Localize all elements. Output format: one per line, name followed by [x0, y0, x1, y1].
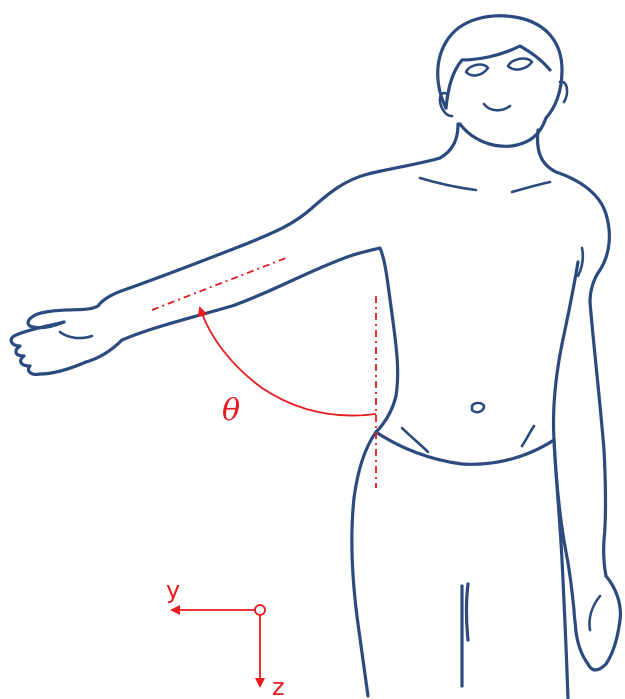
- left-clavicle: [420, 178, 476, 190]
- right-shoulder: [556, 172, 609, 302]
- right-hand: [574, 576, 620, 670]
- human-figure: [11, 16, 620, 699]
- origin-marker: [255, 605, 265, 615]
- thumb: [60, 332, 92, 338]
- hair-line: [446, 46, 550, 108]
- arm-axis-reference-line: [152, 258, 286, 310]
- right-leg: [554, 440, 568, 699]
- left-hip-leg: [352, 432, 376, 696]
- right-clavicle: [512, 182, 550, 192]
- coordinate-axes: y z: [166, 576, 285, 699]
- inner-thigh: [467, 584, 469, 640]
- neck-left: [440, 124, 458, 158]
- right-groin-line: [522, 426, 534, 446]
- z-axis-label: z: [272, 673, 285, 699]
- right-torso-side: [553, 262, 578, 440]
- arm-upper-outline: [28, 158, 440, 328]
- navel: [472, 403, 484, 412]
- angle-label: θ: [222, 393, 240, 428]
- left-eye: [466, 65, 488, 76]
- hand-fingers: [11, 322, 86, 374]
- neck-right: [538, 130, 556, 172]
- mouth: [484, 104, 510, 110]
- right-thumb: [589, 596, 600, 630]
- y-axis-label: y: [166, 576, 180, 604]
- right-arm-outer: [590, 302, 606, 576]
- right-eye: [508, 59, 532, 70]
